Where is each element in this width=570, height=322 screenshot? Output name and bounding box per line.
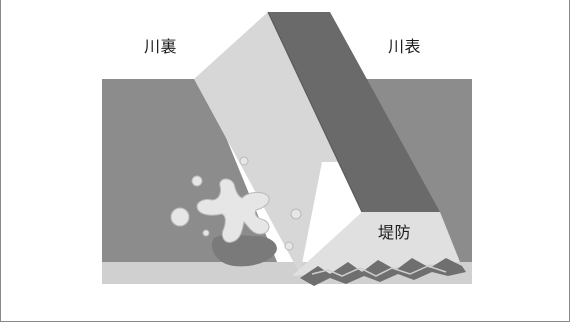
inner-side-label: 川裏 — [144, 37, 178, 56]
levee-outer-slope — [292, 212, 460, 276]
levee-label: 堤防 — [378, 223, 412, 242]
levee-edge — [267, 11, 363, 213]
droplet — [239, 156, 249, 166]
seepage-splash — [196, 178, 270, 243]
droplet — [284, 241, 294, 251]
droplet — [170, 207, 190, 227]
droplet — [290, 208, 302, 220]
droplet — [191, 175, 203, 187]
droplet — [202, 229, 210, 237]
river-water-foam — [311, 265, 447, 277]
levee-inner-slope — [194, 12, 340, 274]
outer-side-label: 川表 — [388, 37, 422, 56]
levee-crown — [268, 12, 440, 212]
